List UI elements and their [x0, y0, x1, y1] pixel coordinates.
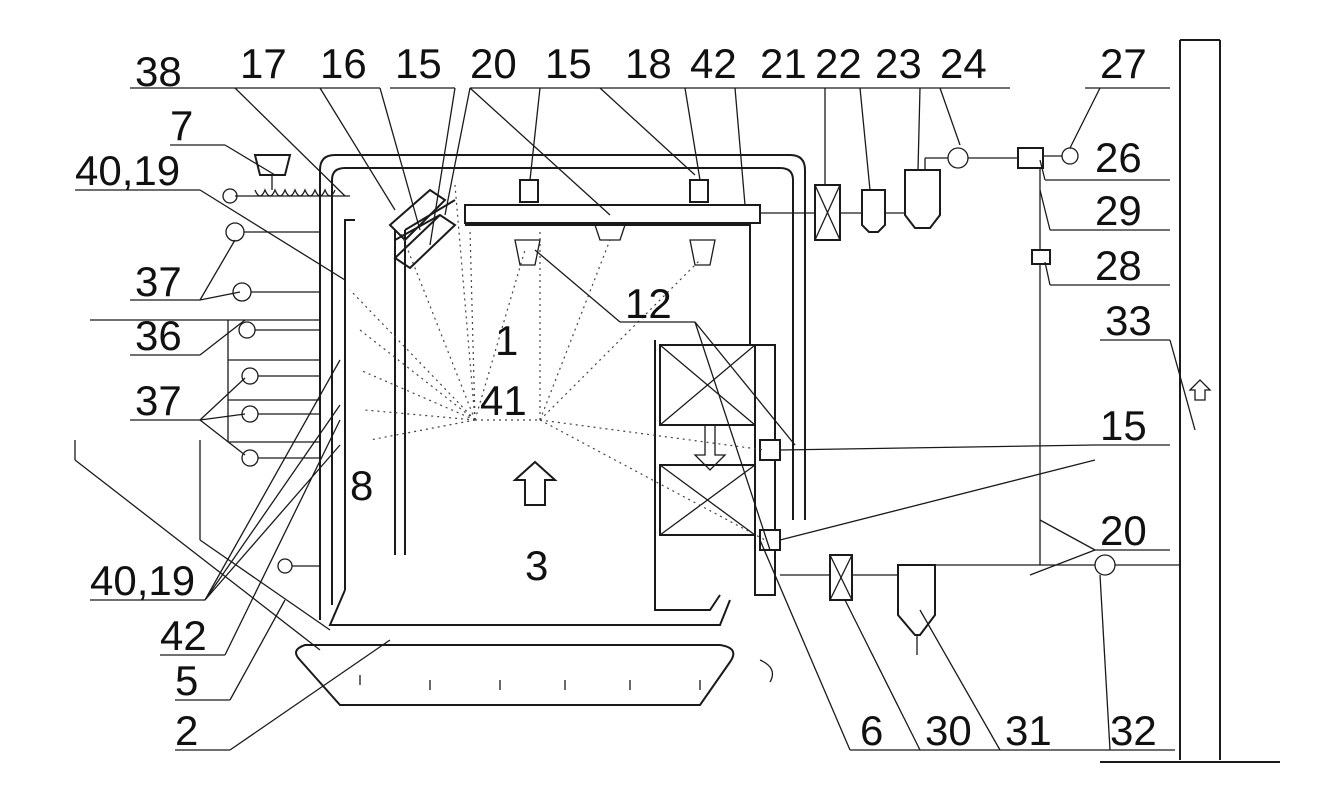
label-15: 15 — [545, 40, 592, 87]
combustion-chamber — [328, 219, 751, 626]
label-40-19: 40,19 — [75, 147, 180, 194]
label-18: 18 — [625, 40, 672, 87]
label-33: 33 — [1105, 297, 1152, 344]
label-12: 12 — [625, 280, 672, 327]
label-2: 2 — [175, 707, 198, 754]
label-3: 3 — [525, 542, 548, 589]
grate — [74, 440, 774, 706]
label-26: 26 — [1095, 134, 1142, 181]
label-20: 20 — [1100, 507, 1147, 554]
label-15: 15 — [1100, 402, 1147, 449]
label-41: 41 — [480, 377, 527, 424]
sensor-sightlines — [349, 184, 766, 541]
heat-exchanger — [659, 344, 781, 596]
label-38: 38 — [135, 48, 182, 95]
label-17: 17 — [240, 40, 287, 87]
stack — [1100, 39, 1280, 763]
gas-treatment-train — [814, 147, 1079, 565]
leader-lines — [75, 87, 1196, 751]
label-21: 21 — [760, 40, 807, 87]
label-31: 31 — [1005, 707, 1052, 754]
label-8: 8 — [350, 462, 373, 509]
label-28: 28 — [1095, 242, 1142, 289]
label-30: 30 — [925, 707, 972, 754]
label-16: 16 — [320, 40, 367, 87]
label-5: 5 — [175, 657, 198, 704]
label-42: 42 — [690, 40, 737, 87]
label-24: 24 — [940, 40, 987, 87]
label-15: 15 — [395, 40, 442, 87]
screw-feeder — [222, 154, 350, 204]
label-7: 7 — [170, 102, 193, 149]
label-42: 42 — [160, 612, 207, 659]
label-36: 36 — [135, 312, 182, 359]
flow-arrow-icon — [512, 460, 558, 506]
label-20: 20 — [470, 40, 517, 87]
label-37: 37 — [135, 258, 182, 305]
label-22: 22 — [815, 40, 862, 87]
top-flue-duct — [464, 179, 820, 266]
label-29: 29 — [1095, 187, 1142, 234]
furnace-enclosure — [319, 154, 806, 620]
lower-treatment-train — [780, 554, 1180, 655]
label-23: 23 — [875, 40, 922, 87]
label-32: 32 — [1110, 707, 1157, 754]
burner-assembly — [388, 188, 457, 270]
label-37: 37 — [135, 377, 182, 424]
reference-labels: 38 17 16 15 20 15 18 42 21 22 23 24 27 7… — [75, 40, 1157, 754]
label-27: 27 — [1100, 40, 1147, 87]
label-1: 1 — [495, 317, 518, 364]
air-fans — [90, 222, 320, 574]
label-6: 6 — [860, 707, 883, 754]
label-40-19: 40,19 — [90, 557, 195, 604]
